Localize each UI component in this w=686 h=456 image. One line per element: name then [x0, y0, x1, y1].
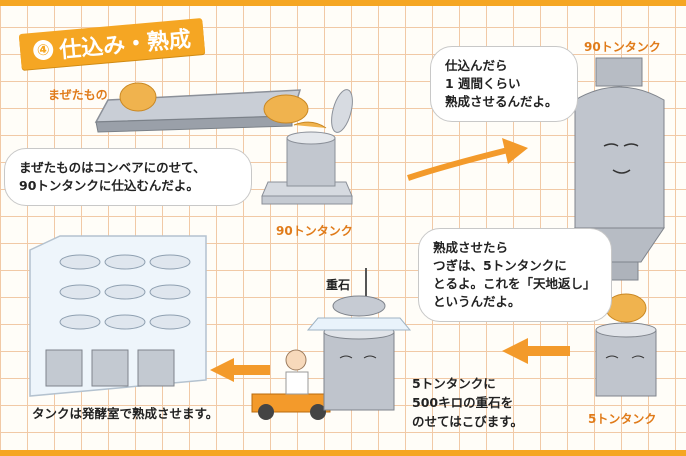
arrow-to-room [210, 358, 270, 382]
bubble-mature: 仕込んだら 1 週間くらい 熟成させるんだよ。 [430, 46, 578, 122]
mixed-lump-right [263, 94, 309, 124]
tank-90-small [261, 89, 353, 205]
caption-room: タンクは発酵室で熟成させます。 [32, 406, 219, 421]
arrow-to-forklift [502, 338, 570, 364]
fermentation-room [29, 235, 207, 397]
bubble-tenchi-line-2: つぎは、5トンタンクに [433, 258, 567, 273]
bubble-mature-line-2: 1 週間くらい [445, 76, 521, 91]
bubble-conveyor: まぜたものはコンベアにのせて、 90トンタンクに仕込むんだよ。 [4, 148, 252, 206]
arrow-to-tall-tank [407, 138, 528, 181]
label-tank5: 5トンタンク [588, 412, 657, 426]
label-mixed: まぜたもの [48, 88, 108, 102]
caption-carry: 5トンタンクに 500キロの重石を のせてはこびます。 [412, 374, 523, 431]
top-band [0, 0, 686, 6]
bubble-conveyor-line-2: 90トンタンクに仕込むんだよ。 [19, 178, 199, 193]
bubble-tenchi-line-1: 熟成させたら [433, 240, 509, 255]
bubble-tenchi-line-3: とるよ。これを「天地返し」 [433, 276, 596, 291]
label-tank90-bottom: 90トンタンク [276, 224, 353, 238]
bubble-mature-line-1: 仕込んだら [445, 58, 508, 73]
caption-carry-line-1: 5トンタンクに [412, 376, 496, 391]
caption-carry-line-3: のせてはこびます。 [412, 414, 524, 429]
caption-carry-line-2: 500キロの重石を [412, 395, 514, 410]
bottom-band [0, 450, 686, 456]
label-tank90-top: 90トンタンク [584, 40, 661, 54]
bubble-tenchi: 熟成させたら つぎは、5トンタンクに とるよ。これを「天地返し」 というんだよ。 [418, 228, 612, 322]
mixed-lump-left [119, 82, 157, 112]
forklift-with-tank [251, 268, 412, 420]
bubble-tenchi-line-4: というんだよ。 [433, 294, 521, 309]
tank-5 [595, 293, 657, 397]
label-omoishi: 重石 [326, 278, 351, 292]
bubble-mature-line-3: 熟成させるんだよ。 [445, 94, 558, 109]
bubble-conveyor-line-1: まぜたものはコンベアにのせて、 [19, 160, 206, 175]
